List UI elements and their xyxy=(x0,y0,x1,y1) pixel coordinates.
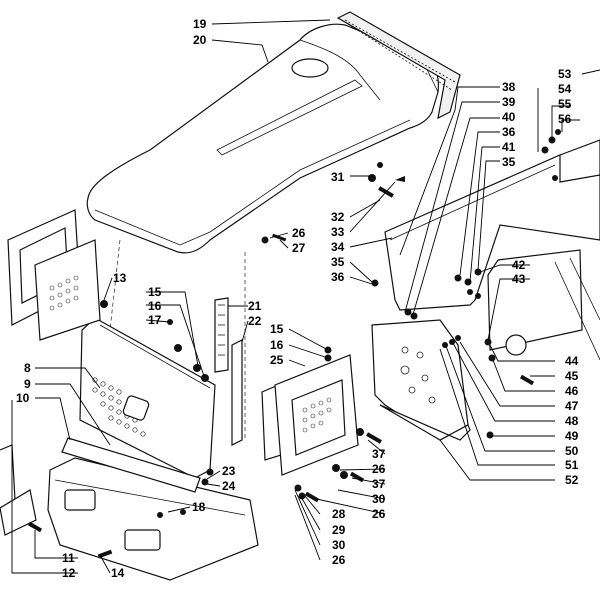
callout-47: 47 xyxy=(565,399,579,413)
hood-grille-strip xyxy=(336,11,461,120)
callout-25: 25 xyxy=(270,353,284,367)
callout-30: 30 xyxy=(372,492,386,506)
instrument-plate xyxy=(371,319,471,441)
callout-46: 46 xyxy=(565,384,579,398)
callout-12: 12 xyxy=(62,566,76,580)
callout-11: 11 xyxy=(62,551,75,565)
callout-53: 53 xyxy=(558,67,572,81)
callout-16b: 16 xyxy=(270,338,284,352)
callout-37b: 37 xyxy=(372,477,386,491)
callout-38: 38 xyxy=(502,80,516,94)
callout-49: 49 xyxy=(565,429,579,443)
callout-24: 24 xyxy=(222,479,236,493)
callout-50: 50 xyxy=(565,444,579,458)
hood-part xyxy=(86,23,440,254)
callout-31: 31 xyxy=(331,170,345,184)
callout-36b: 36 xyxy=(331,270,345,284)
callout-8: 8 xyxy=(24,361,31,375)
callout-41: 41 xyxy=(502,140,516,154)
callout-15b: 15 xyxy=(270,322,284,336)
left-mount-plate xyxy=(0,489,37,536)
callout-32: 32 xyxy=(331,210,345,224)
callout-labels: 19 20 53 54 55 56 38 39 40 36 41 35 31 3… xyxy=(16,17,579,580)
right-side-panel xyxy=(487,249,600,361)
side-strip xyxy=(214,297,243,446)
callout-18: 18 xyxy=(192,500,206,514)
callout-35b: 35 xyxy=(331,255,345,269)
hardware-fasteners xyxy=(27,129,561,559)
front-bumper xyxy=(47,437,259,581)
side-panel-left xyxy=(79,317,216,479)
callout-26d: 26 xyxy=(332,553,346,567)
callout-51: 51 xyxy=(565,458,579,472)
callout-37: 37 xyxy=(372,447,386,461)
callout-10: 10 xyxy=(16,391,30,405)
callout-27: 27 xyxy=(292,241,306,255)
callout-36: 36 xyxy=(502,125,516,139)
callout-28: 28 xyxy=(332,507,346,521)
callout-55: 55 xyxy=(558,97,572,111)
callout-26b: 26 xyxy=(372,462,386,476)
callout-40: 40 xyxy=(502,110,516,124)
callout-20: 20 xyxy=(193,33,207,47)
callout-56: 56 xyxy=(558,112,572,126)
left-vent-frame xyxy=(7,209,108,341)
callout-9: 9 xyxy=(24,377,31,391)
callout-48: 48 xyxy=(565,414,579,428)
callout-15: 15 xyxy=(148,285,162,299)
callout-16: 16 xyxy=(148,299,162,313)
leader-lines xyxy=(11,19,600,574)
callout-33: 33 xyxy=(331,225,345,239)
callout-39: 39 xyxy=(502,95,516,109)
callout-17: 17 xyxy=(148,313,162,327)
callout-22: 22 xyxy=(248,314,262,328)
callout-29: 29 xyxy=(332,523,346,537)
callout-52: 52 xyxy=(565,473,579,487)
callout-54: 54 xyxy=(558,82,572,96)
callout-42: 42 xyxy=(512,258,526,272)
callout-45: 45 xyxy=(565,369,579,383)
callout-23: 23 xyxy=(222,464,236,478)
callout-35: 35 xyxy=(502,155,516,169)
center-vent-frame xyxy=(261,354,359,476)
callout-14: 14 xyxy=(111,566,125,580)
callout-30b: 30 xyxy=(332,538,346,552)
dash-support-frame xyxy=(384,139,600,311)
callout-13: 13 xyxy=(113,271,127,285)
callout-26c: 26 xyxy=(372,507,386,521)
callout-44: 44 xyxy=(565,354,579,368)
callout-43: 43 xyxy=(512,272,526,286)
callout-26: 26 xyxy=(292,226,306,240)
callout-21: 21 xyxy=(248,299,262,313)
callout-34: 34 xyxy=(331,240,345,254)
callout-19: 19 xyxy=(193,17,207,31)
